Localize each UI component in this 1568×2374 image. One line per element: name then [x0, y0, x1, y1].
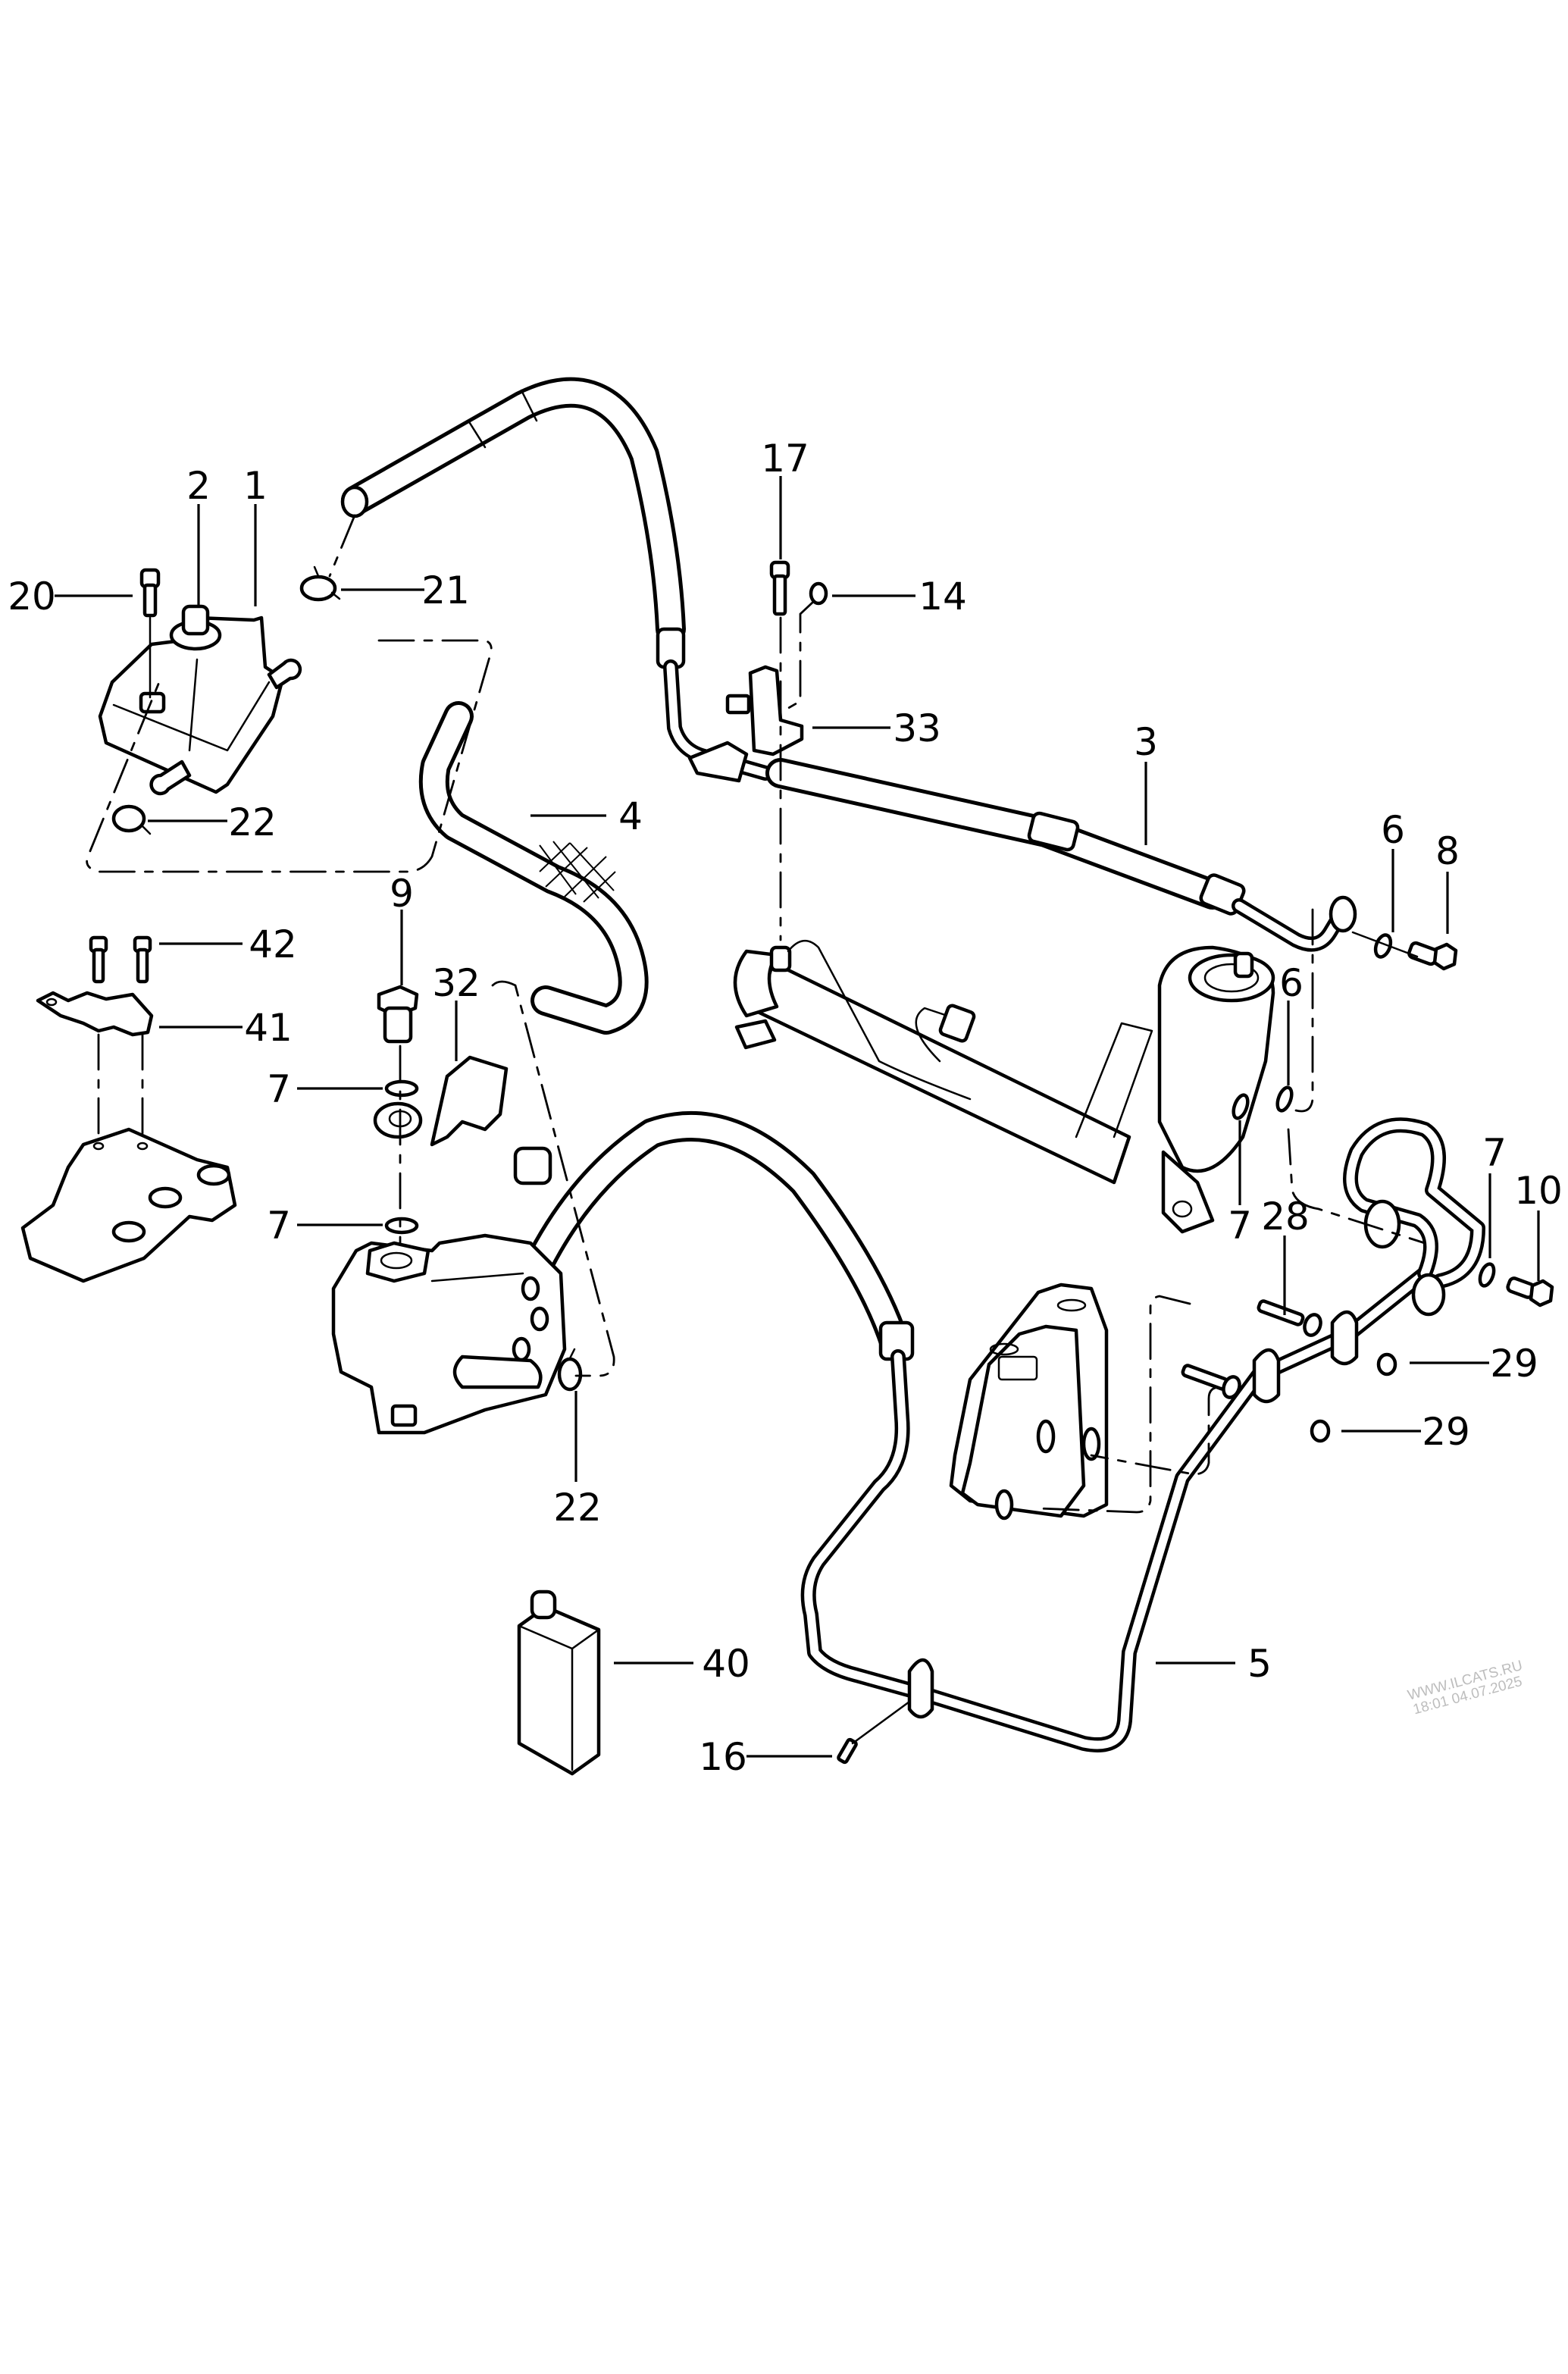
bracket-mount-outline-lower — [1090, 1386, 1222, 1476]
nut-upper — [1376, 1352, 1397, 1376]
callout-6-rack[interactable]: 6 — [1279, 961, 1304, 1005]
callout-16[interactable]: 16 — [699, 1735, 747, 1779]
seal-ring-pump-upper — [384, 1079, 419, 1098]
bracket-bolt — [769, 560, 790, 616]
rack-return-line — [1287, 1128, 1426, 1245]
pressure-hose — [663, 659, 1357, 952]
callout-7-pump-lower[interactable]: 7 — [267, 1204, 291, 1248]
callout-4[interactable]: 4 — [618, 794, 643, 838]
callout-2[interactable]: 2 — [186, 464, 211, 508]
callout-9[interactable]: 9 — [390, 872, 414, 916]
seal-ring-rack-lower — [1232, 1093, 1250, 1120]
callout-29-upper[interactable]: 29 — [1490, 1342, 1538, 1386]
banjo-bolt-return — [1506, 1276, 1554, 1308]
callout-33[interactable]: 33 — [893, 706, 941, 750]
reservoir-group-outline — [86, 639, 493, 873]
seal-ring-return — [1478, 1262, 1496, 1288]
bracket-mount-outline — [1037, 1295, 1191, 1514]
mount-bolts — [89, 935, 152, 984]
callout-1[interactable]: 1 — [243, 464, 268, 508]
banjo-fitting — [373, 1101, 423, 1139]
hydraulic-fluid — [517, 1589, 601, 1776]
heat-shield — [430, 1055, 509, 1147]
watermark: WWW.ILCATS.RU 18:01 04.07.2025 — [1406, 1658, 1524, 1718]
pipe-clip-bolt — [837, 1700, 911, 1765]
seal-ring-pump-lower — [384, 1217, 419, 1235]
callout-8[interactable]: 8 — [1435, 829, 1460, 873]
hose-clamp-upper — [299, 565, 341, 602]
callout-40[interactable]: 40 — [702, 1642, 750, 1686]
banjo-bolt-rack — [1407, 941, 1458, 971]
reservoir-hose-line — [328, 514, 356, 578]
engine-mount — [20, 1127, 237, 1283]
return-pipe — [800, 1266, 1432, 1752]
reservoir-bolt — [139, 568, 161, 699]
callout-42[interactable]: 42 — [249, 922, 297, 966]
bracket-nut — [809, 581, 828, 606]
callout-32[interactable]: 32 — [432, 961, 480, 1005]
callout-5[interactable]: 5 — [1247, 1642, 1272, 1686]
callout-7-pump-upper[interactable]: 7 — [267, 1067, 291, 1111]
callout-20[interactable]: 20 — [8, 575, 56, 619]
hose-braid — [539, 841, 616, 903]
stud-bolt — [1181, 1299, 1322, 1399]
power-steering-pump — [331, 1233, 567, 1435]
pump-hose-outline — [491, 980, 615, 1377]
upper-supply-hose — [340, 377, 686, 669]
reservoir — [98, 604, 302, 796]
hose-clamp-pump — [557, 1348, 583, 1392]
leader-lines — [55, 476, 1540, 1758]
seal-ring-upper — [1373, 933, 1393, 959]
callout-6-upper[interactable]: 6 — [1381, 808, 1405, 852]
callout-22-pump[interactable]: 22 — [553, 1486, 602, 1530]
suction-hose — [418, 701, 649, 1035]
callout-28[interactable]: 28 — [1261, 1195, 1310, 1239]
mount-plate — [36, 991, 154, 1037]
callout-3[interactable]: 3 — [1134, 720, 1158, 764]
callout-21[interactable]: 21 — [421, 568, 470, 612]
callout-labels: 1 2 20 21 22 17 14 33 3 4 6 8 6 9 32 42 … — [8, 437, 1563, 1779]
callout-17[interactable]: 17 — [761, 437, 809, 481]
banjo-bolt-pump — [377, 985, 419, 1044]
callout-7-return[interactable]: 7 — [1482, 1131, 1507, 1175]
seal-ring-rack — [1275, 1085, 1294, 1113]
callout-41[interactable]: 41 — [244, 1006, 293, 1050]
rack-port-line — [1294, 908, 1314, 1113]
callout-22[interactable]: 22 — [228, 800, 277, 844]
pipe-bracket — [687, 665, 804, 783]
nut-lower — [1310, 1419, 1331, 1443]
callout-7-rack[interactable]: 7 — [1228, 1204, 1252, 1248]
bracket-nut-line — [779, 601, 814, 714]
reservoir-cap — [169, 604, 222, 651]
hose-clamp-reservoir — [111, 804, 152, 835]
return-u-pipe — [1343, 1117, 1485, 1317]
callout-14[interactable]: 14 — [919, 575, 967, 619]
support-bracket — [949, 1283, 1109, 1521]
callout-29-lower[interactable]: 29 — [1422, 1410, 1470, 1454]
steering-rack — [733, 940, 1275, 1234]
upper-seal-axis — [1351, 931, 1419, 958]
callout-10[interactable]: 10 — [1514, 1169, 1563, 1213]
